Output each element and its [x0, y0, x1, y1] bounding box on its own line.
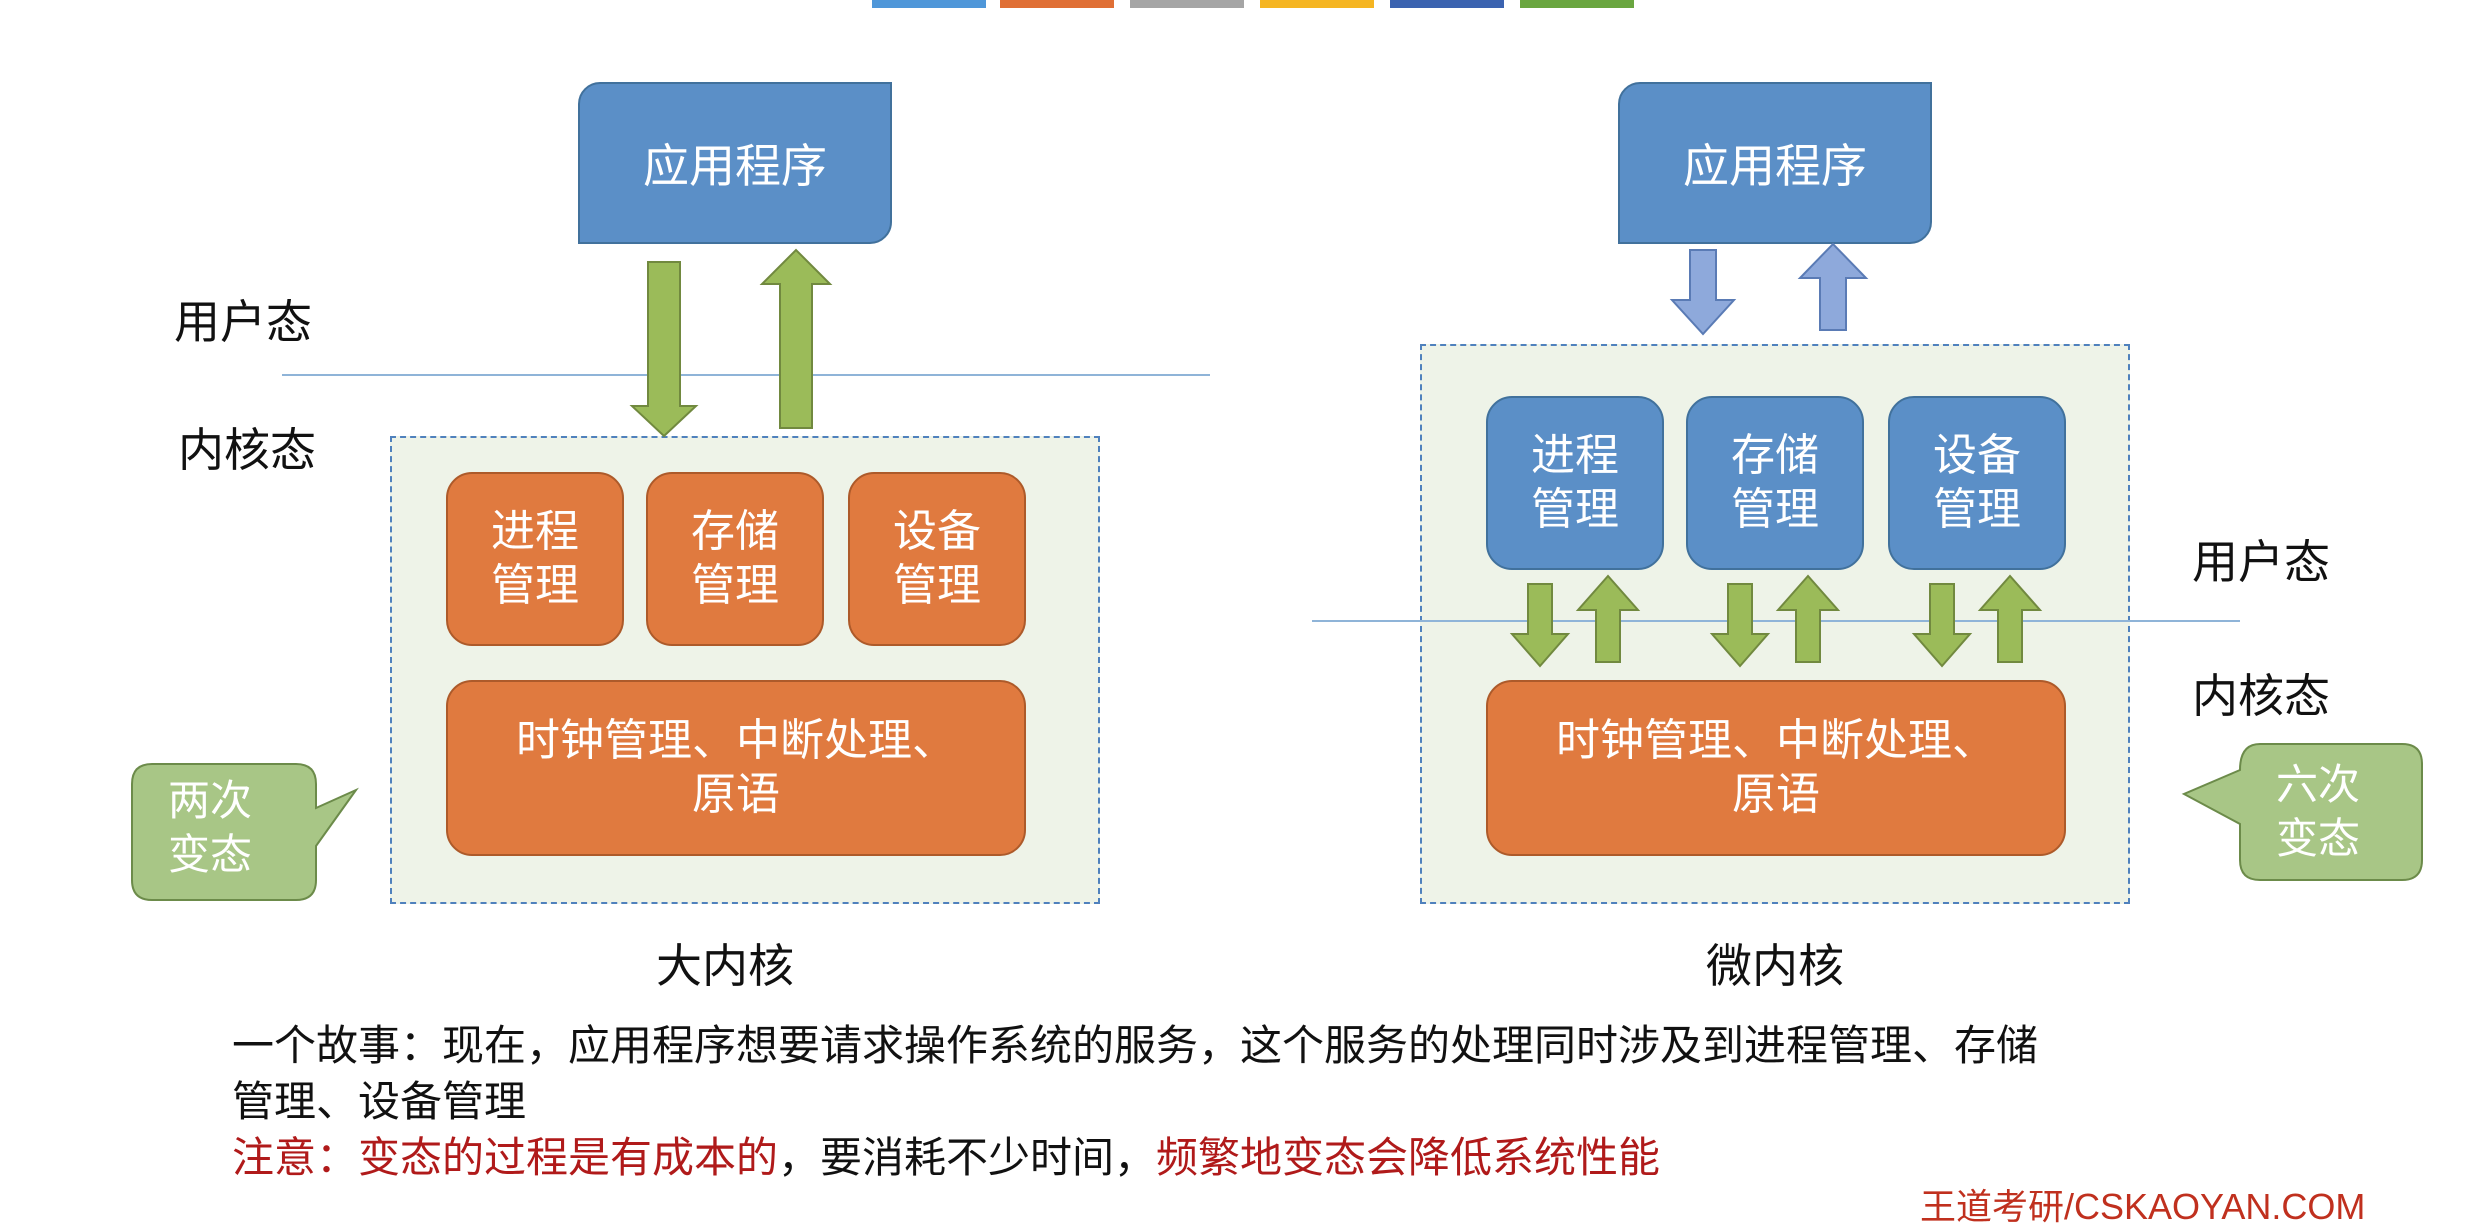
macro-device-module: 设备 管理 [848, 472, 1026, 646]
macro-storage-module: 存储 管理 [646, 472, 824, 646]
macro-kernel-mode-label: 内核态 [178, 423, 316, 477]
story-line-1: 一个故事：现在，应用程序想要请求操作系统的服务，这个服务的处理同时涉及到进程管理… [232, 1021, 2039, 1070]
micro-app-up-arrow [1797, 242, 1869, 331]
micro-storage-module: 存储 管理 [1686, 396, 1864, 570]
macro-caption: 大内核 [656, 939, 794, 993]
watermark: 王道考研/CSKAOYAN.COM [1920, 1186, 2366, 1227]
micro-caption: 微内核 [1706, 939, 1844, 993]
micro-callout-shape [2181, 743, 2423, 881]
top-tab-blue [872, 0, 986, 8]
micro-app-down-arrow [1669, 249, 1737, 336]
micro-base-module: 时钟管理、中断处理、 原语 [1486, 680, 2066, 856]
macro-app-label: 应用程序 [643, 139, 827, 193]
top-tab-darkblue [1390, 0, 1504, 8]
note-time-black: ，要消耗不少时间， [778, 1133, 1157, 1182]
micro-storage-down-arrow [1709, 583, 1771, 668]
macro-base-module: 时钟管理、中断处理、 原语 [446, 680, 1026, 856]
micro-process-module: 进程 管理 [1486, 396, 1664, 570]
top-tab-yellow [1260, 0, 1374, 8]
micro-device-down-arrow [1911, 583, 1973, 668]
macro-app-box: 应用程序 [578, 82, 892, 244]
macro-user-mode-label: 用户态 [174, 295, 312, 349]
top-tab-green [1520, 0, 1634, 8]
micro-mode-boundary-line [1312, 620, 2240, 622]
micro-app-label: 应用程序 [1683, 139, 1867, 193]
note-performance-red: 频繁地变态会降低系统性能 [1156, 1133, 1661, 1182]
micro-process-down-arrow [1509, 583, 1571, 668]
micro-callout-text: 六次 变态 [2276, 760, 2361, 863]
story-line-2: 管理、设备管理 [232, 1077, 527, 1126]
note-line: 注意：变态的过程是有成本的，要消耗不少时间，频繁地变态会降低系统性能 [232, 1124, 1660, 1185]
top-tab-orange [1000, 0, 1114, 8]
macro-mode-boundary-line [282, 374, 1210, 376]
micro-app-box: 应用程序 [1618, 82, 1932, 244]
micro-user-mode-label: 用户态 [2192, 535, 2330, 589]
micro-device-up-arrow [1977, 574, 2043, 663]
micro-storage-up-arrow [1775, 574, 1841, 663]
micro-process-up-arrow [1575, 574, 1641, 663]
note-cost-red: 注意：变态的过程是有成本的 [232, 1133, 779, 1182]
macro-callout-shape [131, 763, 359, 901]
micro-kernel-mode-label: 内核态 [2192, 669, 2330, 723]
micro-device-module: 设备 管理 [1888, 396, 2066, 570]
top-tab-gray [1130, 0, 1244, 8]
macro-process-module: 进程 管理 [446, 472, 624, 646]
macro-up-arrow [759, 248, 833, 429]
macro-down-arrow [629, 261, 699, 438]
macro-callout-text: 两次 变态 [168, 776, 253, 879]
